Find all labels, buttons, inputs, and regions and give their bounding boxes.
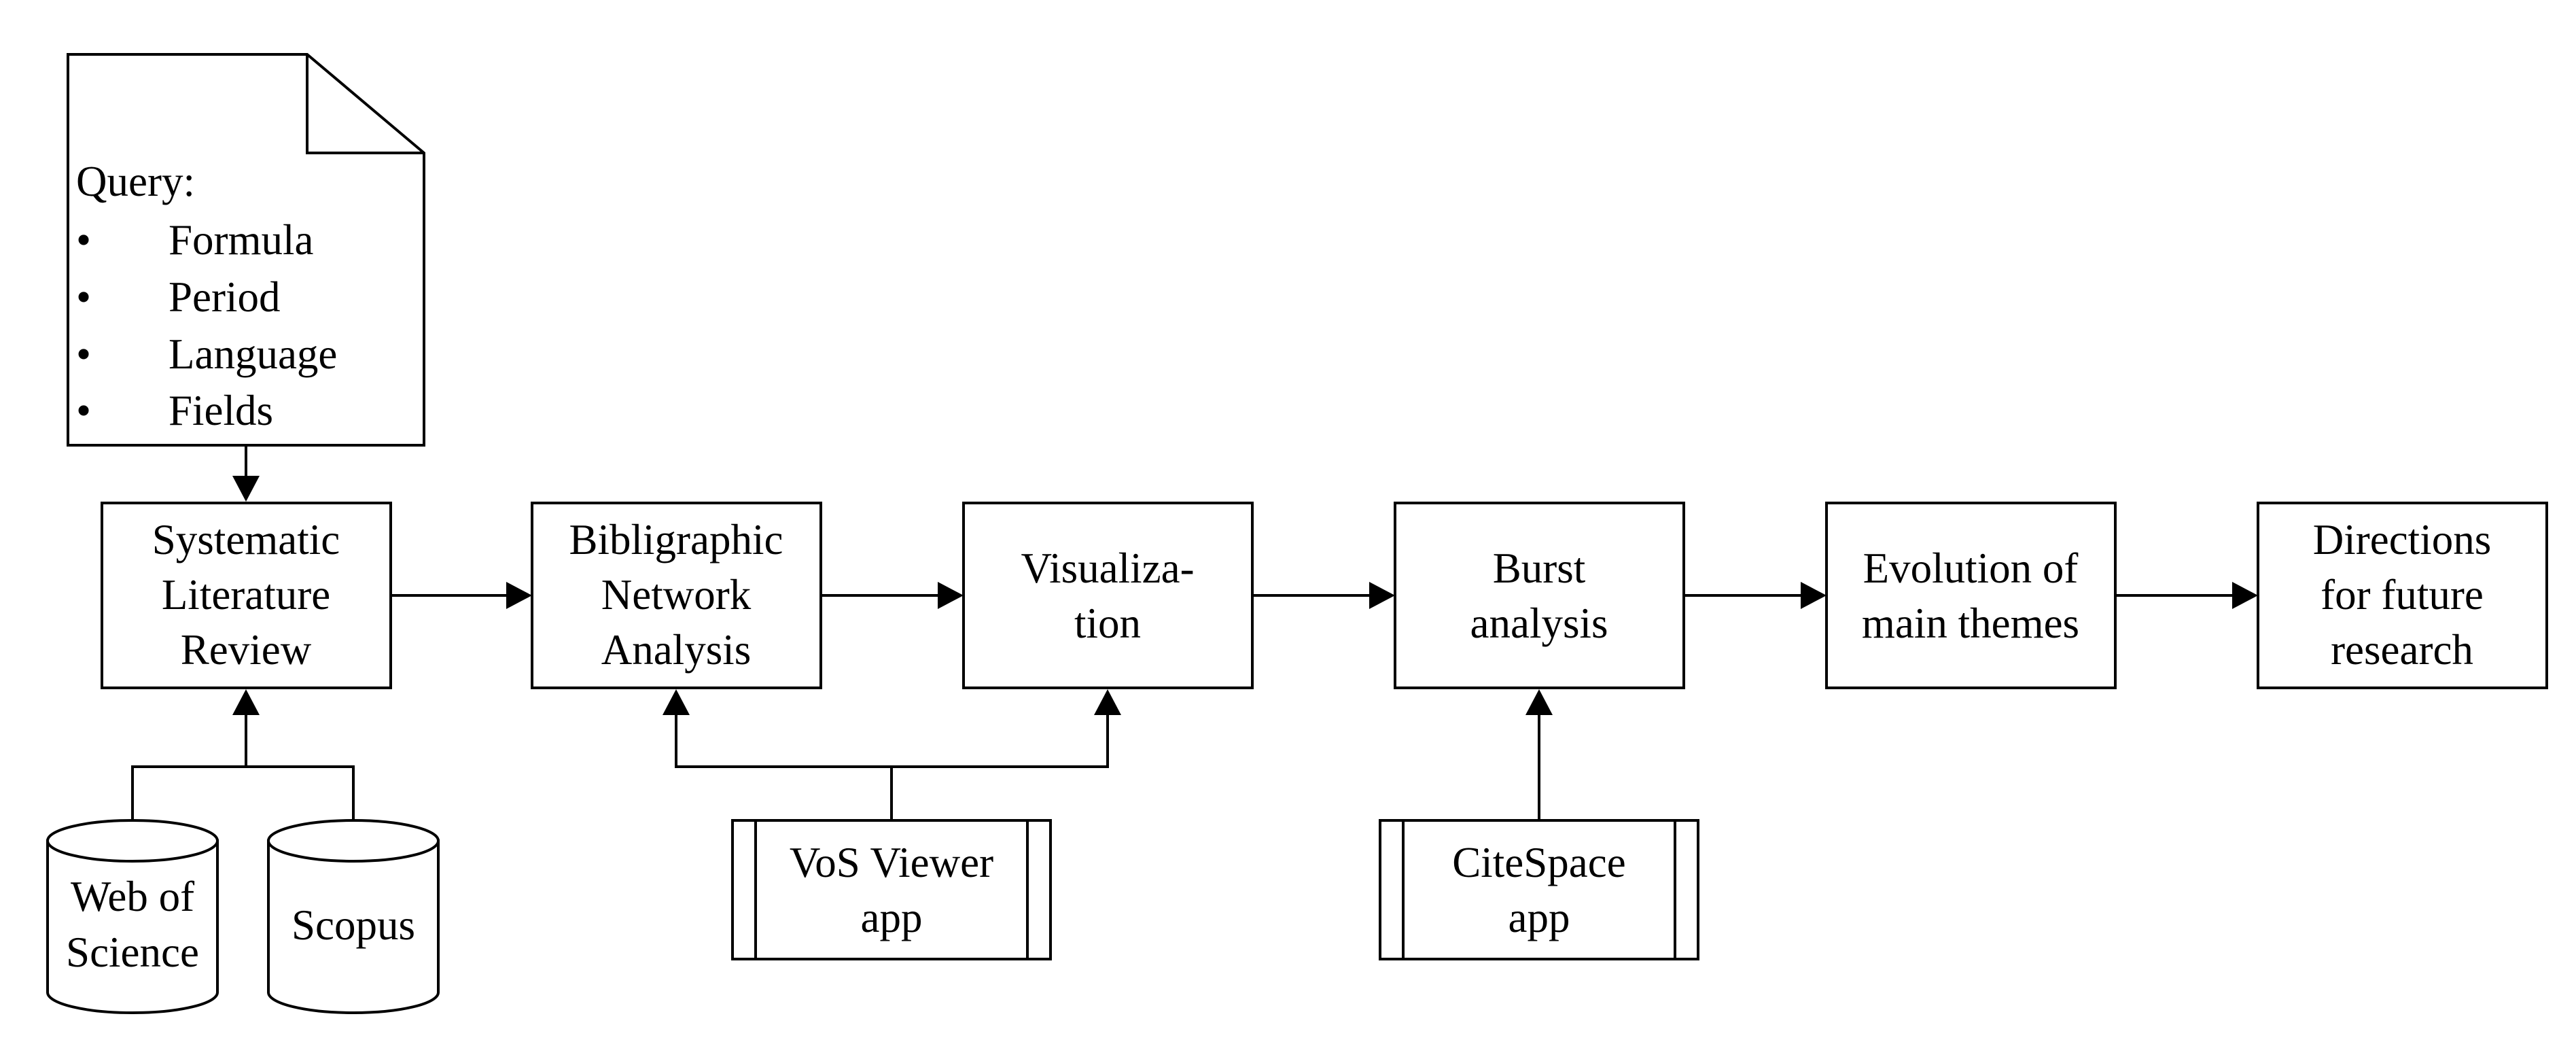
arrowhead (1094, 689, 1121, 715)
process-label: Bibligraphic (569, 516, 783, 563)
process-label: analysis (1470, 600, 1608, 647)
process-box-directions-for-future-research: Directions for future research (2257, 502, 2548, 689)
process-box-systematic-literature-review: Systematic Literature Review (101, 502, 392, 689)
process-label: tion (1074, 600, 1141, 647)
flow-arrow (1684, 582, 1827, 609)
connector-citespace (1525, 689, 1553, 820)
query-title: Query: (76, 158, 195, 205)
query-item-fields: Fields (169, 387, 273, 434)
query-document: Query: • Formula • Period • Language • F… (67, 53, 425, 447)
process-label: for future (2321, 571, 2484, 619)
database-web-of-science: Web of Science (46, 819, 219, 1014)
query-document-fold (306, 54, 424, 154)
flow-arrow (821, 582, 964, 609)
arrowhead (1801, 582, 1827, 609)
process-label: Network (601, 571, 752, 619)
app-citespace: CiteSpace app (1379, 819, 1699, 960)
query-bullet: • (76, 273, 91, 321)
process-label: Review (181, 626, 312, 674)
query-item-language: Language (169, 330, 337, 378)
process-label: Burst (1493, 544, 1586, 592)
connector-query-to-review (232, 445, 260, 502)
connector-databases-to-review (131, 689, 355, 833)
arrowhead (232, 689, 260, 715)
app-label: app (861, 894, 923, 941)
app-label: VoS Viewer (790, 839, 993, 886)
query-bullet: • (76, 330, 91, 378)
arrowhead (232, 476, 260, 502)
process-label: main themes (1862, 600, 2079, 647)
process-label: Visualiza- (1021, 544, 1194, 592)
arrowhead (1369, 582, 1395, 609)
arrowhead (663, 689, 690, 715)
database-label: Science (66, 928, 199, 976)
process-label: Evolution of (1863, 544, 2079, 592)
query-bullet: • (76, 216, 91, 264)
process-label: Systematic (152, 516, 340, 563)
process-box-evolution-of-main-themes: Evolution of main themes (1825, 502, 2117, 689)
app-label: app (1508, 894, 1570, 941)
process-label: research (2331, 626, 2473, 674)
query-item-period: Period (169, 273, 280, 321)
query-item-formula: Formula (169, 216, 314, 264)
arrowhead (938, 582, 964, 609)
process-box-burst-analysis: Burst analysis (1394, 502, 1685, 689)
arrowhead (1525, 689, 1553, 715)
process-label: Directions (2313, 516, 2491, 563)
query-bullet: • (76, 387, 91, 434)
database-label: Scopus (292, 901, 415, 949)
process-box-visualization: Visualiza- tion (962, 502, 1254, 689)
app-label: CiteSpace (1452, 839, 1625, 886)
app-vos-viewer: VoS Viewer app (731, 819, 1052, 960)
flow-arrow (391, 582, 532, 609)
process-box-bibliographic-network-analysis: Bibligraphic Network Analysis (531, 502, 822, 689)
process-label: Literature (162, 571, 330, 619)
arrowhead (2232, 582, 2258, 609)
arrowhead (506, 582, 532, 609)
flow-arrow (2115, 582, 2258, 609)
process-label: Analysis (601, 626, 752, 674)
connector-vos-viewer (663, 689, 1121, 820)
database-scopus: Scopus (267, 819, 440, 1014)
database-label: Web of (71, 873, 194, 920)
flow-arrow (1252, 582, 1395, 609)
